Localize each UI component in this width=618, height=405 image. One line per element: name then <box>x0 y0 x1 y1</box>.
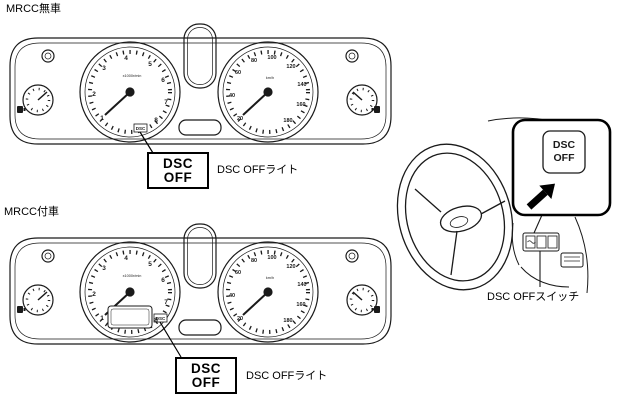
tach-numbers: 1 2 3 4 5 6 7 8 <box>92 255 168 324</box>
tachometer-bezel <box>79 41 181 143</box>
dsc-button-line1: DSC <box>553 139 576 151</box>
tach-number: 1 <box>100 115 104 122</box>
speedometer-bezel <box>217 241 319 343</box>
speed-number: 100 <box>267 55 276 61</box>
switch-panel <box>522 232 560 252</box>
dsc-off-button <box>542 130 586 174</box>
temp-gauge <box>346 84 378 116</box>
speed-unit: km/h <box>266 76 274 80</box>
tach-number: 4 <box>124 55 128 62</box>
tachometer-needle <box>104 91 131 116</box>
speed-number: 80 <box>251 258 257 264</box>
speed-number: 60 <box>235 270 241 276</box>
dsc-indicator-text: DSC <box>156 316 166 321</box>
speed-number: 140 <box>297 82 306 88</box>
switch-blank-2 <box>547 235 558 249</box>
tach-number: 7 <box>164 99 168 106</box>
variant-label-no-mrcc: MRCC無車 <box>6 3 61 15</box>
tach-number: 6 <box>161 277 165 284</box>
speed-number: 60 <box>235 70 241 76</box>
speed-number: 180 <box>283 318 292 324</box>
instrument-cluster-mrcc: DSC 1 2 3 4 5 6 7 8 x1000r/min 20 40 60 … <box>9 223 392 345</box>
speedometer-ticks <box>226 50 310 134</box>
speed-number: 180 <box>283 118 292 124</box>
tach-unit: x1000r/min <box>123 74 142 78</box>
tach-number: 4 <box>124 255 128 262</box>
steering-hub <box>439 205 483 233</box>
tach-number: 8 <box>154 117 158 124</box>
dsc-off-light-label-1: DSC OFFライト <box>217 164 299 176</box>
speed-number: 140 <box>297 282 306 288</box>
speed-number: 160 <box>296 302 305 308</box>
temp-gauge-icon <box>371 106 380 113</box>
tach-number: 8 <box>154 317 158 324</box>
dsc-off-light-label-2: DSC OFFライト <box>246 370 328 382</box>
tach-number: 3 <box>102 65 106 72</box>
tachometer-ticks <box>88 50 172 134</box>
dsc-button-line2: OFF <box>554 152 576 164</box>
variant-label-mrcc: MRCC付車 <box>4 206 59 218</box>
dsc-box-line2: OFF <box>191 374 221 390</box>
inset-leader-line <box>533 214 543 234</box>
steering-wheel <box>396 143 514 291</box>
speed-number: 120 <box>286 264 295 270</box>
tachometer-bezel <box>79 241 181 343</box>
speed-number: 40 <box>229 93 235 99</box>
tach-numbers: 1 2 3 4 5 6 7 8 <box>92 55 168 124</box>
tach-number: 5 <box>148 261 152 268</box>
dsc-off-light-callout-box-1: DSC OFF <box>147 152 209 189</box>
dsc-box-line2: OFF <box>163 169 193 185</box>
speed-number: 160 <box>296 102 305 108</box>
speedometer-ticks <box>226 250 310 334</box>
center-display-pod <box>183 23 217 89</box>
dsc-indicator-text: DSC <box>136 126 146 131</box>
fuel-gauge <box>22 84 54 116</box>
dsc-box-line1: DSC <box>162 155 193 171</box>
speed-number: 40 <box>229 293 235 299</box>
speed-unit: km/h <box>266 276 274 280</box>
instrument-cluster-no-mrcc: DSC 1 2 3 4 5 6 7 8 x1000r/min 20 40 60 … <box>9 23 392 145</box>
tach-unit: x1000r/min <box>123 274 142 278</box>
speedometer-needle <box>242 91 269 116</box>
speed-numbers: 20 40 60 80 100 120 140 160 180 <box>229 55 307 124</box>
temp-gauge <box>346 284 378 316</box>
tach-number: 7 <box>164 299 168 306</box>
tach-number: 6 <box>161 77 165 84</box>
speed-numbers: 20 40 60 80 100 120 140 160 180 <box>229 255 307 324</box>
dsc-off-switch-label: DSC OFFスイッチ <box>487 291 580 303</box>
tachometer-ticks <box>88 250 172 334</box>
fuel-gauge <box>22 284 54 316</box>
steering-column-illustration: DSC OFF <box>396 117 612 294</box>
speedometer-needle <box>242 291 269 316</box>
speed-number: 20 <box>237 116 243 122</box>
tach-number: 1 <box>100 315 104 322</box>
odometer-window <box>178 119 222 136</box>
speed-number: 120 <box>286 64 295 70</box>
pointer-arrow-icon <box>526 183 556 210</box>
temp-gauge-icon <box>371 306 380 313</box>
speed-number: 20 <box>237 316 243 322</box>
switch-zoom-inset: DSC OFF <box>511 118 612 217</box>
tach-number: 2 <box>92 291 96 298</box>
dsc-off-indicator: DSC <box>133 123 148 133</box>
dash-vent <box>560 252 584 268</box>
odometer-window <box>178 319 222 336</box>
tach-number: 3 <box>102 265 106 272</box>
fuel-gauge-icon <box>17 306 26 313</box>
center-display-pod <box>183 223 217 289</box>
dsc-box-line1: DSC <box>190 360 221 376</box>
switch-blank-1 <box>536 235 547 249</box>
speed-number: 100 <box>267 255 276 261</box>
tach-number: 2 <box>92 91 96 98</box>
mrcc-lcd-display <box>107 305 153 329</box>
dsc-off-light-callout-box-2: DSC OFF <box>175 357 237 394</box>
speed-number: 80 <box>251 58 257 64</box>
dsc-off-switch <box>525 235 536 249</box>
fuel-gauge-icon <box>17 106 26 113</box>
speedometer-bezel <box>217 41 319 143</box>
tach-number: 5 <box>148 61 152 68</box>
dsc-switch-glyph <box>527 240 536 244</box>
